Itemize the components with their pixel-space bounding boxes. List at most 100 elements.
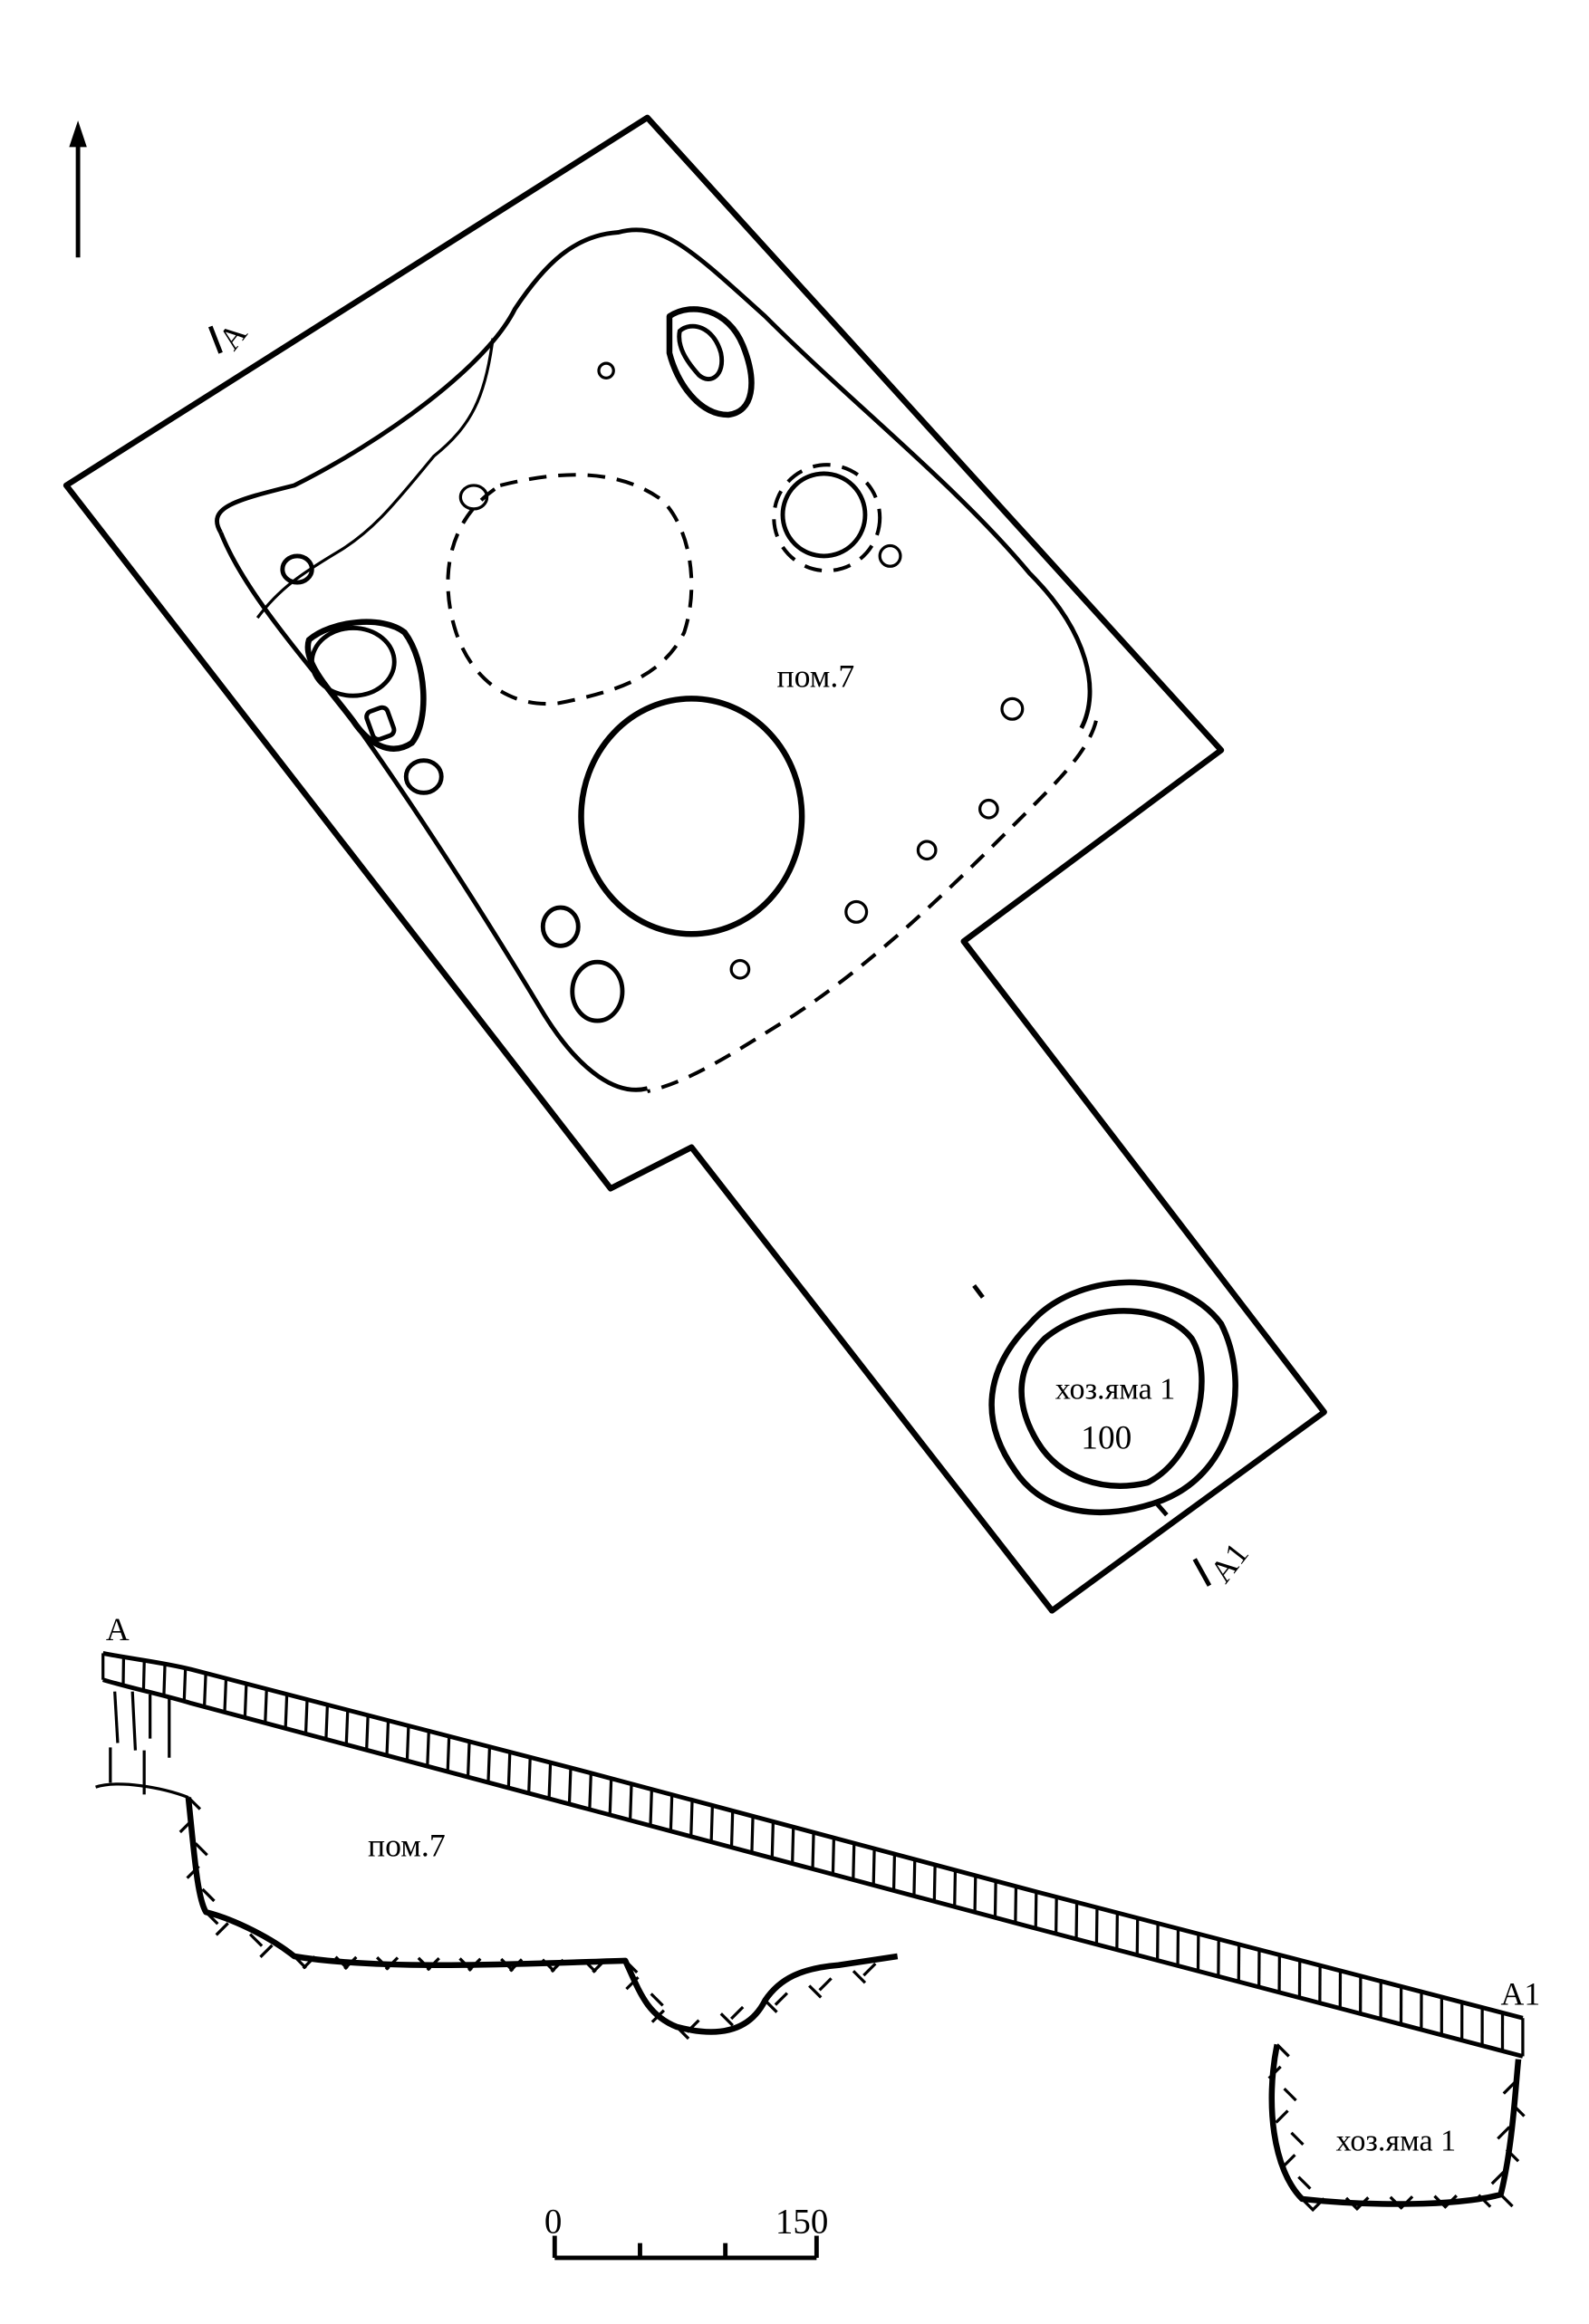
room-inner-line <box>255 338 495 619</box>
section-marker-a: A <box>207 316 255 357</box>
ground-hatch-mark <box>1490 2171 1505 2185</box>
ground-hatch-mark <box>774 1992 789 2006</box>
ground-hatch-mark <box>808 1984 823 1999</box>
ground-hatch-mark <box>650 2009 666 2023</box>
ground-hatch-mark <box>1275 2109 1289 2124</box>
layer-hatch-mark <box>1034 1891 1038 1929</box>
layer-hatch-mark <box>588 1772 592 1810</box>
ground-hatch-mark <box>259 1944 274 1958</box>
layer-hatch-mark <box>405 1725 410 1762</box>
pit-label-section: хоз.яма 1 <box>1336 2124 1457 2157</box>
layer-hatch-mark <box>284 1694 289 1729</box>
ground-hatch-mark <box>1282 2154 1296 2168</box>
layer-hatch-mark <box>791 1827 795 1864</box>
layer-hatch-mark <box>567 1767 573 1804</box>
ground-hatch-mark <box>215 1922 229 1936</box>
layer-hatch-mark <box>202 1673 207 1707</box>
layer-hatch-mark <box>303 1699 309 1734</box>
storage-pit-1: хоз.яма 1 100 <box>972 1279 1238 1517</box>
layer-hatch-mark <box>1115 1912 1119 1950</box>
layer-hatch-mark <box>1074 1902 1079 1939</box>
ground-hatch-mark <box>343 1955 358 1971</box>
layer-hatch-mark <box>729 1810 735 1848</box>
ground-hatch-mark <box>426 1956 440 1972</box>
room-label-plan: пом.7 <box>777 658 855 694</box>
scale-bar: 0 150 <box>544 2202 828 2261</box>
layer-hatch-mark <box>506 1752 512 1789</box>
layer-hatch-mark <box>426 1731 430 1767</box>
layer-hatch-mark <box>527 1757 532 1794</box>
ground-hatch-mark <box>1283 2088 1297 2102</box>
layer-hatch-mark <box>932 1864 937 1902</box>
layer-hatch-mark <box>891 1854 897 1891</box>
layer-hatch-mark <box>649 1789 653 1826</box>
layer-hatch-mark <box>852 1843 856 1880</box>
feature-pits <box>280 306 1025 1023</box>
layer-hatch-mark <box>547 1762 553 1800</box>
ground-hatch-mark <box>508 1958 524 1973</box>
layer-hatch-mark <box>365 1714 370 1751</box>
ground-hatch-mark <box>730 2005 745 2021</box>
ground-hatch-mark <box>818 1977 833 1992</box>
ground-hatch-mark <box>302 1955 316 1970</box>
ground-hatch-mark <box>862 1962 877 1977</box>
ground-hatch-mark <box>675 2025 690 2041</box>
layer-hatch-mark <box>1055 1897 1058 1935</box>
section-start-label: A <box>106 1611 130 1647</box>
layer-hatch-mark <box>993 1880 997 1918</box>
ground-hatch-mark <box>686 2019 700 2033</box>
ground-hatch-mark <box>624 1959 639 1974</box>
ground-hatch-mark <box>467 1957 482 1972</box>
ground-hatch-mark <box>852 1970 867 1984</box>
layer-hatch-mark <box>162 1664 167 1696</box>
layer-hatch-mark <box>486 1746 492 1783</box>
room-floor-dashed <box>647 720 1098 1094</box>
layer-hatch-mark <box>223 1678 228 1713</box>
ground-hatch-mark <box>248 1933 264 1947</box>
hearth-dashed <box>446 473 694 706</box>
layer-hatch-mark <box>324 1705 330 1740</box>
ground-hatch-mark <box>1497 2126 1511 2140</box>
section-profile: A A1 пом.7 хоз.яма 1 <box>95 1611 1541 2213</box>
room-contour <box>215 227 1093 1092</box>
ground-hatch-mark <box>178 1819 193 1834</box>
ground-hatch-mark <box>186 1865 200 1879</box>
ground-hatch-mark <box>384 1956 400 1971</box>
layer-hatch-mark <box>385 1720 390 1756</box>
section-end-label: A1 <box>1501 1976 1541 2012</box>
ground-hatch-mark <box>625 1975 640 1991</box>
layer-hatch-mark <box>750 1816 755 1853</box>
ground-hatch-mark <box>194 1842 208 1857</box>
excavation-boundary <box>63 114 1327 1614</box>
ground-hatch-mark <box>719 2012 734 2027</box>
layer-hatch-mark <box>973 1875 977 1913</box>
layer-hatch-mark <box>141 1660 146 1691</box>
layer-hatch-mark <box>669 1794 674 1831</box>
ground-hatch-mark <box>650 1993 664 2007</box>
layer-hatch-mark <box>446 1736 451 1772</box>
ground-hatch-mark <box>205 1911 219 1925</box>
layer-hatch-mark <box>344 1709 350 1745</box>
layer-hatch-mark <box>953 1869 958 1907</box>
room-label-section: пом.7 <box>368 1828 446 1864</box>
layer-hatch-mark <box>243 1683 248 1718</box>
layer-hatch-mark <box>608 1778 613 1815</box>
pit-depth: 100 <box>1081 1420 1132 1457</box>
layer-hatch-mark <box>689 1800 694 1837</box>
north-arrow-icon <box>69 120 87 258</box>
layer-hatch-mark <box>466 1741 471 1778</box>
scale-start-label: 0 <box>544 2202 562 2241</box>
layer-hatch-mark <box>912 1858 917 1897</box>
layer-hatch-mark <box>872 1849 876 1886</box>
central-pit <box>578 696 805 937</box>
layer-hatch-mark <box>770 1821 775 1858</box>
ground-hatch-mark <box>764 1999 778 2013</box>
pit-label-plan: хоз.яма 1 <box>1055 1372 1176 1406</box>
svg-text:A1: A1 <box>1203 1536 1256 1589</box>
ground-hatch-mark <box>550 1958 564 1973</box>
layer-hatch-mark <box>709 1805 715 1842</box>
scale-end-label: 150 <box>775 2202 828 2241</box>
ground-hatch-mark <box>187 1796 202 1810</box>
